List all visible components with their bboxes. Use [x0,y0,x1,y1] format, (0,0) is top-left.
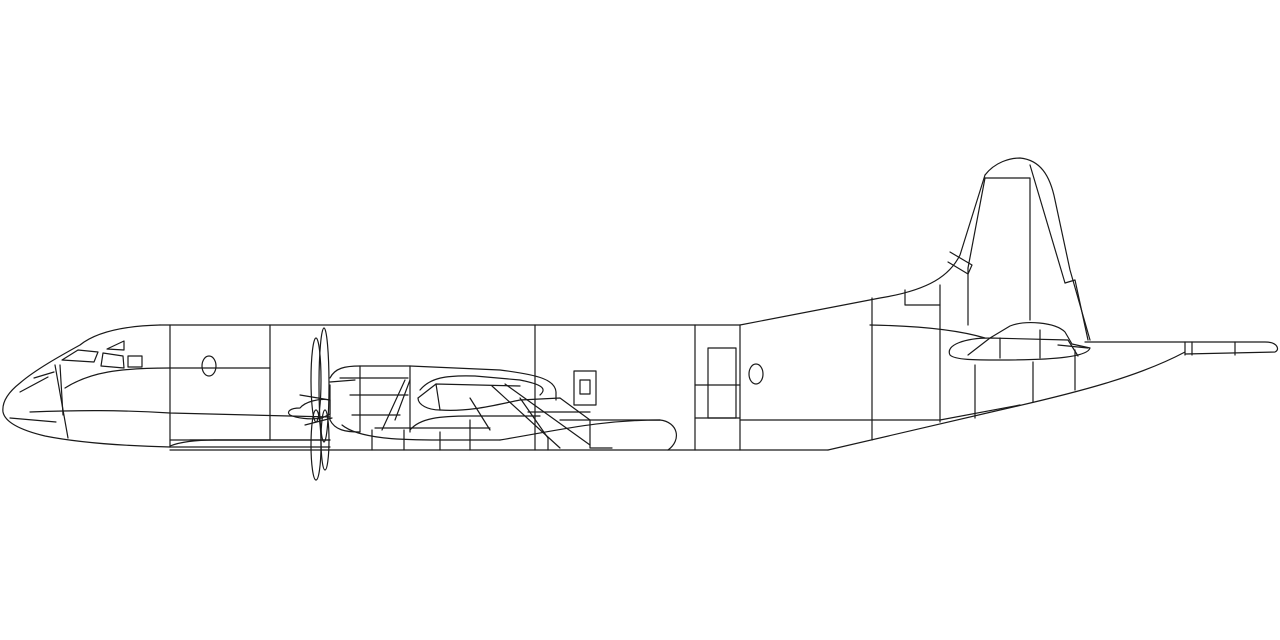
propeller [287,327,333,481]
wing [381,375,613,451]
hatch-panel-inner [579,379,591,395]
porthole [201,355,217,377]
fuselage-frames [169,284,1076,451]
horizontal-stabilizer [948,322,1091,361]
engine-nacelle [169,365,677,451]
hatch-panel [573,370,597,406]
cabin-door [707,347,737,419]
tail-boom [1084,341,1279,356]
porthole [748,363,764,385]
vertical-tail [904,157,1091,341]
cockpit-windows [9,340,143,439]
fuselage [2,174,1186,451]
